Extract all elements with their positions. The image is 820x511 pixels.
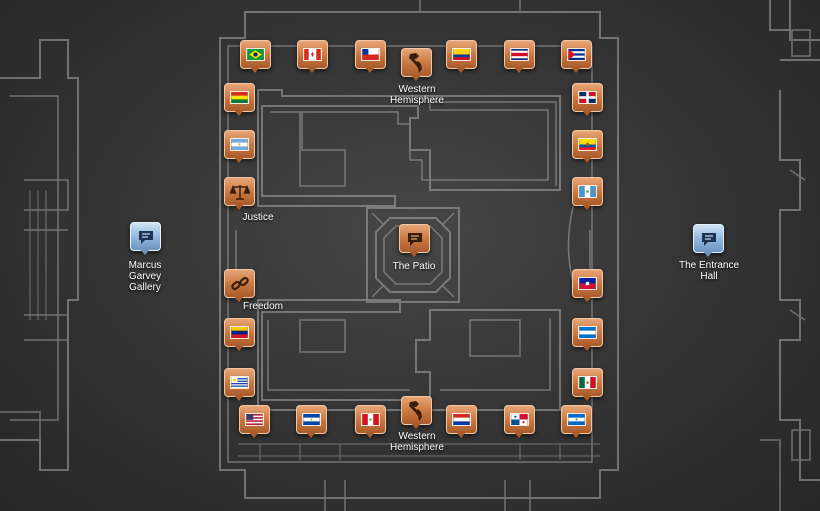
- flag-pin-haiti[interactable]: [572, 269, 603, 303]
- nicaragua-flag-icon: [567, 413, 586, 426]
- speech-bubble-icon: [138, 230, 153, 244]
- western-hemisphere-pin-bottom[interactable]: Western Hemisphere: [390, 396, 444, 453]
- flag-pin-ecuador[interactable]: [572, 130, 603, 164]
- justice-label: Justice: [242, 212, 274, 223]
- el-salvador-flag-icon: [302, 413, 321, 426]
- flag-pin-el-salvador[interactable]: [296, 405, 327, 439]
- paraguay-flag-icon: [452, 413, 471, 426]
- flag-pin-costa-rica[interactable]: [504, 40, 535, 74]
- bolivia-flag-icon: [230, 91, 249, 104]
- western-hemisphere-pin-top[interactable]: Western Hemisphere: [390, 48, 444, 106]
- scales-icon: [229, 184, 250, 200]
- flag-pin-paraguay[interactable]: [446, 405, 477, 439]
- argentina-flag-icon: [230, 138, 249, 151]
- flag-pin-bolivia[interactable]: [224, 83, 255, 117]
- patio-pin[interactable]: The Patio: [393, 224, 435, 272]
- patio-label: The Patio: [392, 261, 436, 272]
- flag-pin-chile[interactable]: [355, 40, 386, 74]
- flag-pin-guatemala[interactable]: [572, 177, 603, 211]
- americas-map-icon: [408, 52, 422, 73]
- freedom-pin[interactable]: Freedom: [224, 269, 283, 312]
- chile-flag-icon: [361, 48, 380, 61]
- speech-bubble-icon: [701, 232, 716, 246]
- flag-pin-dominican-republic[interactable]: [572, 83, 603, 117]
- flag-pin-cuba[interactable]: [561, 40, 592, 74]
- ecuador-flag-icon: [578, 138, 597, 151]
- usa-flag-icon: [245, 413, 264, 426]
- venezuela-flag-icon: [230, 326, 249, 339]
- mexico-flag-icon: [578, 376, 597, 389]
- flag-pin-honduras[interactable]: [572, 318, 603, 352]
- cuba-flag-icon: [567, 48, 586, 61]
- americas-map-icon: [408, 400, 422, 421]
- guatemala-flag-icon: [578, 185, 597, 198]
- haiti-flag-icon: [578, 277, 597, 290]
- flag-pin-brazil[interactable]: [240, 40, 271, 74]
- western-hemisphere-label-bottom: Western Hemisphere: [390, 431, 444, 453]
- marcus-garvey-gallery-label: Marcus Garvey Gallery: [128, 260, 162, 293]
- flag-pin-mexico[interactable]: [572, 368, 603, 402]
- colombia-flag-icon: [452, 48, 471, 61]
- honduras-flag-icon: [578, 326, 597, 339]
- marcus-garvey-gallery-pin[interactable]: Marcus Garvey Gallery: [129, 222, 161, 293]
- flag-pin-nicaragua[interactable]: [561, 405, 592, 439]
- flag-pin-usa[interactable]: [239, 405, 270, 439]
- uruguay-flag-icon: [230, 376, 249, 389]
- canada-flag-icon: [303, 48, 322, 61]
- flag-pin-panama[interactable]: [504, 405, 535, 439]
- flag-pin-argentina[interactable]: [224, 130, 255, 164]
- flag-pin-venezuela[interactable]: [224, 318, 255, 352]
- flag-pin-uruguay[interactable]: [224, 368, 255, 402]
- entrance-hall-label: The Entrance Hall: [678, 260, 740, 282]
- justice-pin[interactable]: Justice: [224, 177, 274, 223]
- flag-pin-colombia[interactable]: [446, 40, 477, 74]
- western-hemisphere-label-top: Western Hemisphere: [390, 84, 444, 106]
- entrance-hall-pin[interactable]: The Entrance Hall: [679, 224, 739, 282]
- panama-flag-icon: [510, 413, 529, 426]
- costa-rica-flag-icon: [510, 48, 529, 61]
- speech-bubble-icon: [407, 232, 422, 246]
- freedom-label: Freedom: [242, 301, 283, 312]
- flag-pin-peru[interactable]: [355, 405, 386, 439]
- dominican-republic-flag-icon: [578, 91, 597, 104]
- flag-pin-canada[interactable]: [297, 40, 328, 74]
- brazil-flag-icon: [246, 48, 265, 61]
- peru-flag-icon: [361, 413, 380, 426]
- broken-chain-icon: [230, 276, 249, 290]
